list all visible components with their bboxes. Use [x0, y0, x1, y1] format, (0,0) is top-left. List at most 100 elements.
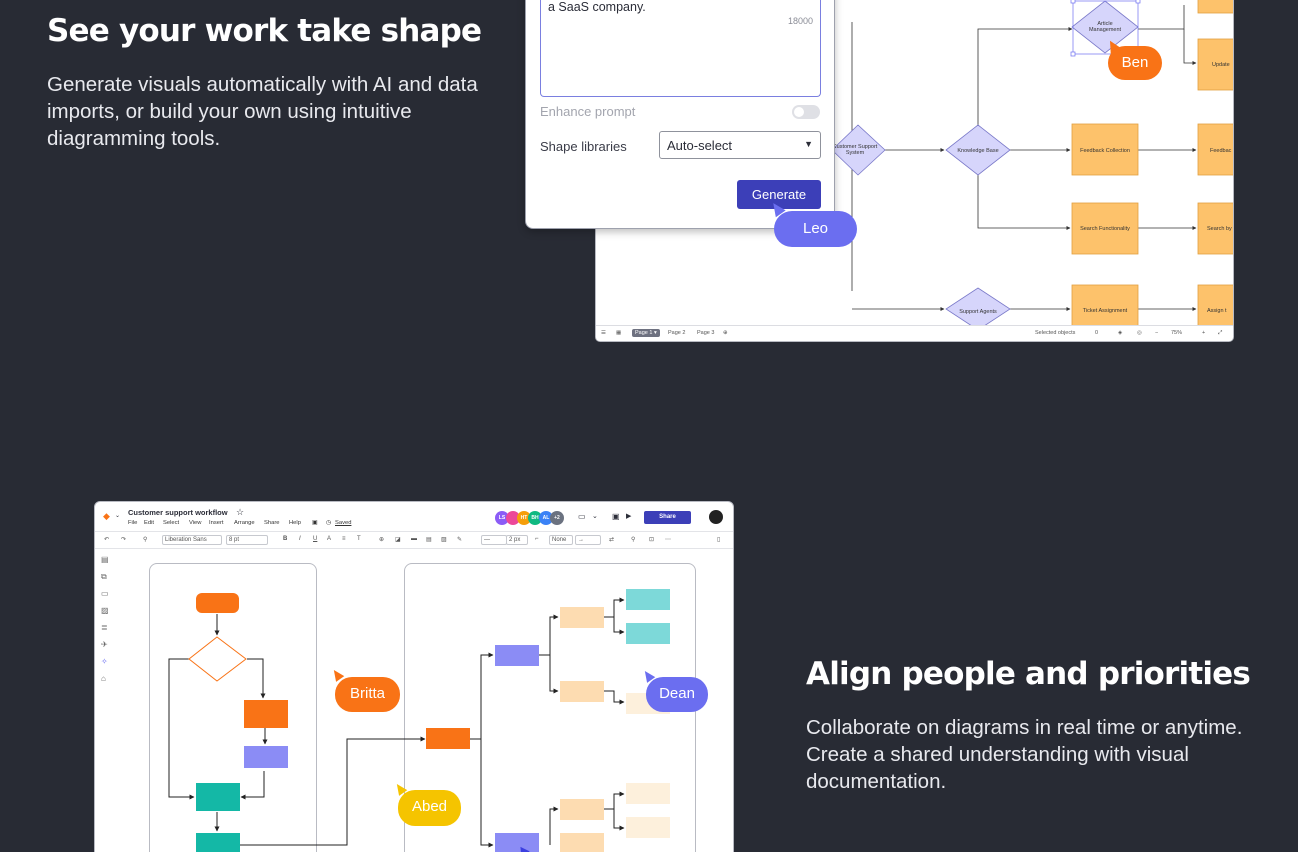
plugin-icon[interactable]: ⌂	[101, 674, 106, 683]
comment-icon[interactable]: ▭	[578, 512, 586, 521]
saved-status[interactable]: Saved	[335, 520, 352, 526]
align-icon[interactable]: ≡	[342, 536, 346, 542]
avatar[interactable]: LS	[495, 511, 509, 525]
doc-title[interactable]: Customer support workflow	[128, 508, 228, 517]
leaf-node	[560, 833, 604, 852]
frame-icon[interactable]: ▭	[101, 589, 109, 598]
prompt-textarea[interactable]: a SaaS company. 18000	[540, 0, 821, 97]
label-support-agents: Support Agents	[959, 309, 997, 315]
avatar[interactable]: HT	[517, 511, 531, 525]
process-node-teal-2	[196, 833, 240, 852]
menu-arrange[interactable]: Arrange	[234, 520, 255, 526]
zoom-out-icon[interactable]: −	[1155, 330, 1159, 336]
label-knowledge-base: Knowledge Base	[957, 148, 998, 154]
section-title: See your work take shape	[47, 13, 482, 49]
image-icon[interactable]: ▨	[101, 606, 109, 615]
fullscreen-icon[interactable]: ⤢	[1218, 330, 1223, 336]
avatar[interactable]: AL	[539, 511, 553, 525]
share-button[interactable]: Share	[644, 511, 691, 524]
avatar-more[interactable]: +2	[550, 511, 564, 525]
video-icon[interactable]: ▶	[626, 513, 632, 520]
hub-node	[426, 728, 470, 749]
grid-icon[interactable]: ▦	[616, 330, 622, 336]
pin-icon[interactable]: ⚲	[631, 537, 636, 543]
leaf-node	[560, 681, 604, 702]
label-update: Update	[1212, 62, 1230, 68]
leaf-node	[560, 799, 604, 820]
gift-icon[interactable]: ▣	[312, 520, 318, 526]
image-icon[interactable]: ▨	[441, 537, 447, 543]
shadow-icon[interactable]: ▤	[426, 537, 432, 543]
italic-icon[interactable]: I	[299, 536, 301, 542]
arrow-end-select[interactable]: →	[575, 535, 601, 545]
panel-toggle-icon[interactable]: ▯	[717, 537, 721, 543]
tab-page-1[interactable]: Page 1 ▾	[632, 329, 660, 337]
menu-share[interactable]: Share	[264, 520, 280, 526]
ai-icon[interactable]: ✧	[101, 657, 108, 666]
selected-objects-label[interactable]: Selected objects	[1035, 330, 1076, 336]
label-search-functionality: Search Functionality	[1080, 226, 1130, 232]
text-color-icon[interactable]: A	[327, 536, 332, 542]
zoom-in-icon[interactable]: +	[1202, 330, 1206, 336]
generate-button[interactable]: Generate	[737, 180, 821, 209]
menu-view[interactable]: View	[189, 520, 202, 526]
node-update	[1197, 38, 1233, 91]
format-painter-icon[interactable]: ⚲	[143, 537, 148, 543]
menu-file[interactable]: File	[128, 520, 138, 526]
redo-icon[interactable]: ↷	[121, 537, 127, 543]
shape-libraries-select[interactable]: Auto-select ▼	[659, 131, 821, 159]
arrow-start-select[interactable]: None	[549, 535, 573, 545]
layers-icon[interactable]: ◈	[1118, 330, 1123, 336]
menu-select[interactable]: Select	[163, 520, 180, 526]
end-node-teal	[626, 589, 670, 610]
format-toolbar: ↶ ↷ ⚲ Liberation Sans 8 pt B I U A ≡ T ⊕…	[95, 531, 733, 549]
shapes-icon[interactable]: ▤	[101, 555, 109, 564]
copy-icon[interactable]: ⧉	[101, 572, 107, 581]
star-icon[interactable]: ☆	[236, 507, 245, 517]
branch-node-2	[495, 833, 539, 852]
cursor-dean: Dean	[646, 677, 708, 712]
tab-page-2[interactable]: Page 2	[668, 330, 686, 336]
data-icon[interactable]: ≣	[101, 623, 108, 632]
user-avatar[interactable]	[709, 510, 723, 524]
font-select[interactable]: Liberation Sans	[162, 535, 222, 545]
bold-icon[interactable]: B	[283, 536, 288, 542]
chevron-down-icon[interactable]: ⌄	[115, 513, 121, 519]
node-search-by	[1197, 202, 1233, 255]
zoom-level[interactable]: 75%	[1171, 330, 1183, 336]
diamond-customer-support	[831, 124, 886, 176]
node-feedback-cut	[1197, 123, 1233, 176]
connector-icon[interactable]: ⌐	[535, 536, 539, 542]
line-width-stepper[interactable]: 2 px	[506, 535, 528, 545]
font-size-stepper[interactable]: 8 pt	[226, 535, 268, 545]
menu-edit[interactable]: Edit	[144, 520, 154, 526]
text-options-icon[interactable]: T	[357, 536, 361, 542]
list-icon[interactable]: ☰	[601, 330, 606, 336]
menu-insert[interactable]: Insert	[209, 520, 224, 526]
swap-icon[interactable]: ⇄	[609, 537, 615, 543]
process-node-teal	[196, 783, 240, 811]
process-node-purple	[244, 746, 288, 768]
line-color-icon[interactable]: ▬	[411, 536, 417, 542]
add-page-icon[interactable]: ⊕	[723, 330, 728, 336]
underline-icon[interactable]: U	[313, 536, 318, 542]
app-logo-icon[interactable]: ◆	[103, 511, 110, 521]
present-icon[interactable]: ▣	[612, 512, 620, 521]
chevron-down-icon[interactable]: ⌄	[592, 513, 598, 520]
fill-icon[interactable]: ◪	[395, 537, 401, 543]
menu-help[interactable]: Help	[289, 520, 301, 526]
undo-icon[interactable]: ↶	[104, 537, 110, 543]
end-node-light	[626, 783, 670, 804]
rocket-icon[interactable]: ✈	[101, 640, 108, 649]
avatar[interactable]: BH	[528, 511, 542, 525]
more-icon[interactable]: ⋯	[665, 537, 671, 543]
end-node-light	[626, 817, 670, 838]
section-description-2: Collaborate on diagrams in real time or …	[806, 716, 1243, 793]
avatar[interactable]	[506, 511, 520, 525]
globe-icon[interactable]: ⊕	[379, 537, 385, 543]
magic-icon[interactable]: ✎	[457, 537, 463, 543]
help-icon[interactable]: ◎	[1137, 330, 1142, 336]
lock-icon[interactable]: ⊡	[649, 537, 655, 543]
enhance-prompt-toggle[interactable]	[792, 105, 820, 119]
tab-page-3[interactable]: Page 3	[697, 330, 715, 336]
